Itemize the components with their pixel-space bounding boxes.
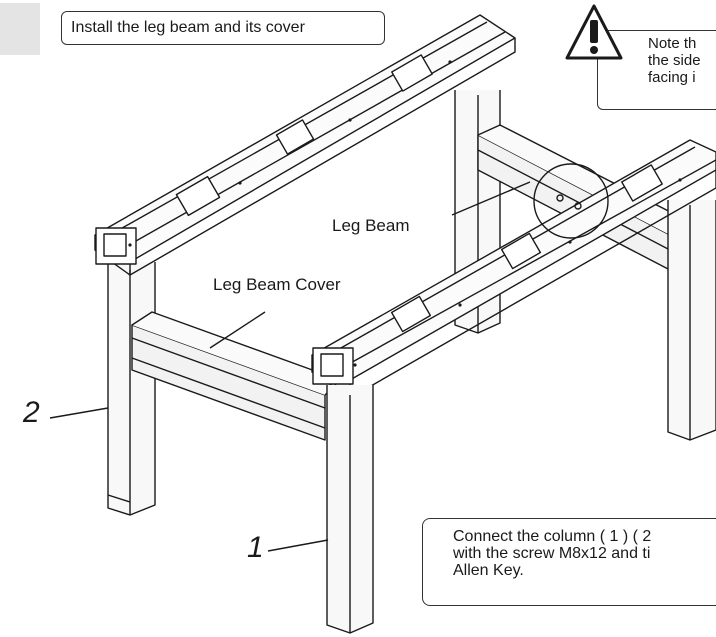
- column-2-leader: [49, 407, 109, 419]
- column-2: [107, 262, 156, 516]
- note-line: facing i: [648, 69, 696, 86]
- top-rail-right: [311, 139, 716, 399]
- column-2-number: 2: [23, 396, 40, 429]
- step-title: Install the leg beam and its cover: [71, 19, 305, 36]
- step-number-tab: [0, 3, 40, 55]
- note-line: Note th: [648, 35, 697, 52]
- note-line: the side: [648, 52, 701, 69]
- instruction-line: Allen Key.: [453, 562, 524, 579]
- column-1: [326, 385, 374, 634]
- leg-beam-cover-leader: [209, 311, 266, 349]
- leg-beam-label: Leg Beam: [332, 216, 410, 235]
- step-title-box: Install the leg beam and its cover: [61, 11, 385, 45]
- instruction-line: Connect the column ( 1 ) ( 2: [453, 528, 652, 545]
- leg-beam-cover-label: Leg Beam Cover: [213, 275, 341, 294]
- warning-triangle-icon: [565, 4, 623, 60]
- column-right: [667, 200, 716, 441]
- leg-beam-leader: [451, 181, 531, 216]
- column-1-number: 1: [247, 531, 264, 564]
- leg-beam-cover: [131, 311, 341, 441]
- instruction-line: with the screw M8x12 and ti: [453, 545, 651, 562]
- note-box: Note th the side facing i: [597, 30, 716, 110]
- column-1-leader: [267, 539, 329, 552]
- top-rail-left: [94, 14, 516, 276]
- detail-circle: [533, 163, 609, 239]
- instruction-box: Connect the column ( 1 ) ( 2 with the sc…: [422, 518, 716, 606]
